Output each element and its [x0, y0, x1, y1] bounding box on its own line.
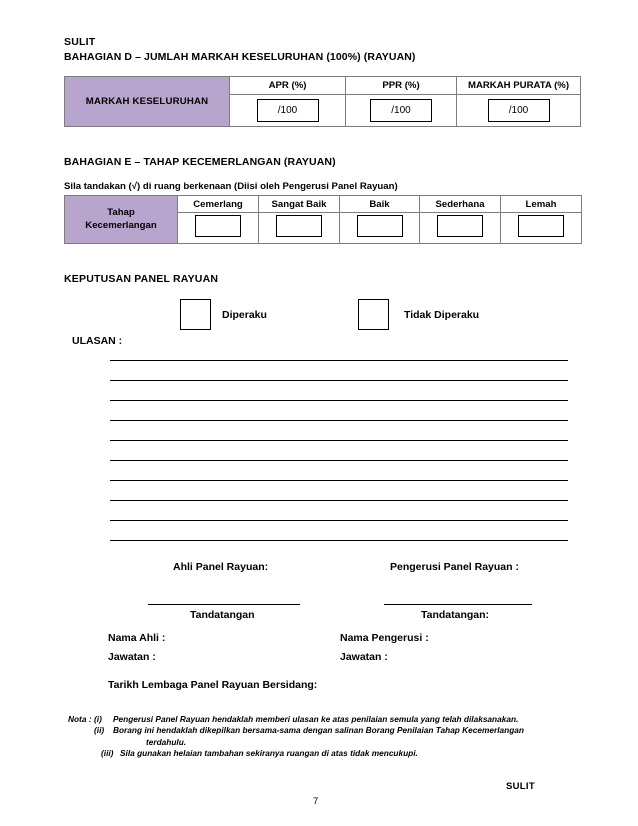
note-text-1: Pengerusi Panel Rayuan hendaklah memberi… — [113, 714, 519, 724]
comment-line[interactable] — [110, 520, 568, 521]
excellence-level-table: Tahap Kecemerlangan Cemerlang Sangat Bai… — [64, 195, 582, 244]
excellence-row-label-line1: Tahap — [107, 206, 135, 218]
excellence-row-label: Tahap Kecemerlangan — [64, 195, 178, 244]
classification-label-bottom: SULIT — [506, 781, 535, 792]
signature-title-member: Ahli Panel Rayuan: — [173, 561, 269, 573]
name-label-chairman: Nama Pengerusi : — [340, 632, 429, 644]
level-cell-lemah — [500, 212, 582, 244]
column-header-markah-purata: MARKAH PURATA (%) — [456, 76, 581, 95]
comment-line[interactable] — [110, 360, 568, 361]
section-d-title: BAHAGIAN D – JUMLAH MARKAH KESELURUHAN (… — [64, 51, 416, 63]
note-text-3: Sila gunakan helaian tambahan sekiranya … — [120, 748, 418, 759]
classification-label-top: SULIT — [64, 36, 96, 48]
level-cell-sederhana — [419, 212, 501, 244]
note-item: Nota : (i) Pengerusi Panel Rayuan hendak… — [68, 714, 588, 725]
notes-lead-label: Nota : — [68, 714, 92, 724]
tick-box-sangat-baik[interactable] — [276, 214, 322, 237]
note-number-3: (iii) — [101, 748, 114, 759]
meeting-date-label: Tarikh Lembaga Panel Rayuan Bersidang: — [108, 679, 318, 691]
signature-line-chairman[interactable] — [384, 604, 532, 605]
note-item: (ii) Borang ini hendaklah dikepilkan ber… — [68, 725, 588, 736]
overall-marks-row-label: MARKAH KESELURUHAN — [64, 76, 230, 127]
score-input-ppr[interactable]: /100 — [370, 99, 432, 122]
level-header-lemah: Lemah — [500, 195, 582, 213]
section-e-title: BAHAGIAN E – TAHAP KECEMERLANGAN (RAYUAN… — [64, 156, 336, 168]
position-label-chairman: Jawatan : — [340, 651, 388, 663]
score-cell-markah-purata: /100 — [456, 94, 581, 127]
decision-checkbox-tidak-diperaku[interactable] — [358, 299, 389, 330]
score-input-markah-purata[interactable]: /100 — [487, 99, 550, 122]
tick-box-baik[interactable] — [356, 214, 403, 237]
comment-line[interactable] — [110, 540, 568, 541]
decision-section-title: KEPUTUSAN PANEL RAYUAN — [64, 273, 219, 285]
level-header-baik: Baik — [339, 195, 420, 213]
signature-line-member[interactable] — [148, 604, 300, 605]
comment-line[interactable] — [110, 420, 568, 421]
comment-line[interactable] — [110, 500, 568, 501]
signature-caption-chairman: Tandatangan: — [421, 609, 490, 621]
signature-title-chairman: Pengerusi Panel Rayuan : — [390, 561, 519, 573]
score-cell-apr: /100 — [229, 94, 346, 127]
comments-label: ULASAN : — [72, 335, 123, 347]
comment-line[interactable] — [110, 440, 568, 441]
note-number-1: (i) — [94, 714, 102, 724]
decision-checkbox-diperaku[interactable] — [180, 299, 211, 330]
note-text-2: Borang ini hendaklah dikepilkan bersama-… — [113, 725, 524, 736]
column-header-apr: APR (%) — [229, 76, 346, 95]
note-text-2-continuation: terdahulu. — [146, 736, 187, 747]
level-header-cemerlang: Cemerlang — [177, 195, 259, 213]
level-cell-baik — [339, 212, 420, 244]
column-header-ppr: PPR (%) — [345, 76, 457, 95]
page-number: 7 — [313, 796, 319, 807]
level-header-sederhana: Sederhana — [419, 195, 501, 213]
level-header-sangat-baik: Sangat Baik — [258, 195, 340, 213]
score-cell-ppr: /100 — [345, 94, 457, 127]
position-label-member: Jawatan : — [108, 651, 156, 663]
comment-line[interactable] — [110, 460, 568, 461]
section-e-instruction: Sila tandakan (√) di ruang berkenaan (Di… — [64, 181, 398, 192]
decision-label-diperaku: Diperaku — [222, 309, 267, 321]
excellence-row-label-line2: Kecemerlangan — [85, 219, 157, 231]
tick-box-lemah[interactable] — [518, 214, 564, 237]
level-cell-sangat-baik — [258, 212, 340, 244]
overall-marks-table: MARKAH KESELURUHAN APR (%) PPR (%) MARKA… — [64, 76, 581, 127]
score-input-apr[interactable]: /100 — [256, 99, 319, 122]
name-label-member: Nama Ahli : — [108, 632, 166, 644]
comment-line[interactable] — [110, 400, 568, 401]
tick-box-cemerlang[interactable] — [195, 214, 241, 237]
comment-line[interactable] — [110, 380, 568, 381]
comment-line[interactable] — [110, 480, 568, 481]
signature-caption-member: Tandatangan — [190, 609, 255, 621]
level-cell-cemerlang — [177, 212, 259, 244]
notes-block: Nota : (i) Pengerusi Panel Rayuan hendak… — [68, 714, 588, 760]
note-number-2: (ii) — [94, 725, 105, 736]
tick-box-sederhana[interactable] — [437, 214, 483, 237]
decision-label-tidak-diperaku: Tidak Diperaku — [404, 309, 480, 321]
note-item: (iii) Sila gunakan helaian tambahan seki… — [68, 748, 588, 759]
